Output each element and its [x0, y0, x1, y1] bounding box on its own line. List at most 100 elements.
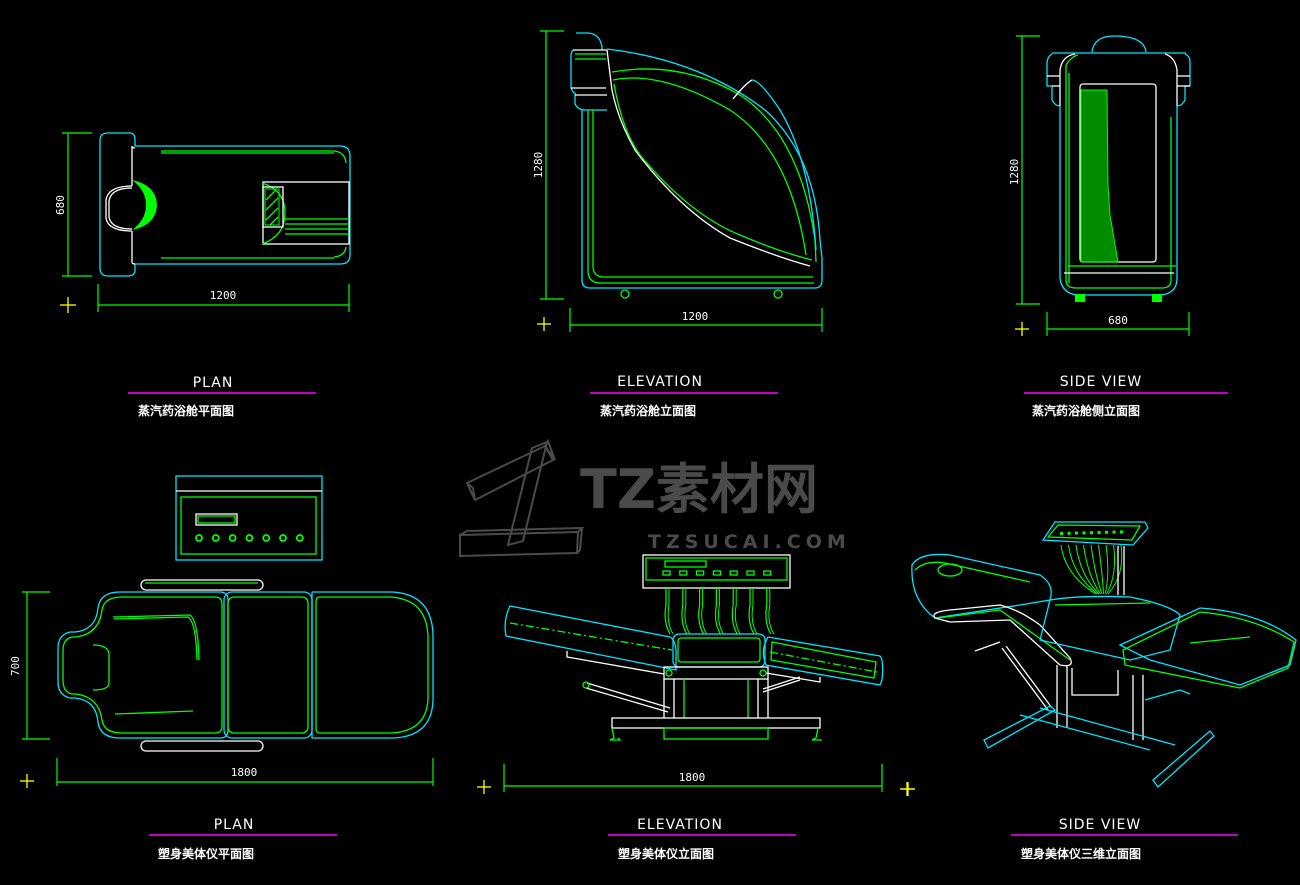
knob-icon — [763, 570, 772, 576]
knob-icon — [279, 534, 287, 542]
cable-line — [1090, 544, 1103, 595]
view-title: SIDE VIEW — [1060, 374, 1143, 390]
knob-icon — [1090, 531, 1093, 535]
knob-icon — [1120, 530, 1123, 534]
knob-icon — [746, 570, 755, 576]
view-title: SIDE VIEW — [1059, 817, 1142, 833]
watermark: TZ素材网 TZSUCAI.COM — [459, 438, 851, 558]
title-block-beauty-bed-elevation: ELEVATION 塑身美体仪立面图 — [608, 817, 796, 861]
dimension-width-label: 1200 — [210, 289, 237, 302]
steam-bath-side-view-dimensions: 680 1280 — [1008, 35, 1190, 336]
knob-icon — [1105, 530, 1108, 534]
knob-icon — [729, 570, 738, 576]
title-block-steam-bath-elevation: ELEVATION 蒸汽药浴舱立面图 — [590, 374, 778, 418]
beauty-bed-elevation-dimensions: 1800 — [477, 764, 915, 796]
dimension-height-label: 700 — [9, 656, 22, 676]
cable-line — [734, 588, 741, 635]
cable-line — [714, 588, 721, 635]
view-subtitle: 蒸汽药浴舱立面图 — [600, 403, 696, 418]
control-knobs — [1060, 530, 1123, 535]
dimension-height-label: 1280 — [532, 152, 545, 179]
knob-icon — [1060, 532, 1063, 535]
dimension-height-label: 1280 — [1008, 159, 1021, 186]
beauty-bed-side-view-drawing — [911, 521, 1297, 788]
origin-marker-icon — [60, 297, 76, 313]
knob-icon — [295, 534, 304, 542]
view-subtitle: 塑身美体仪立面图 — [618, 846, 714, 861]
cable-line — [1075, 544, 1100, 595]
steam-bath-side-view-drawing — [1046, 35, 1191, 302]
dimension-width-label: 1800 — [231, 766, 258, 779]
dimension-height-label: 680 — [54, 195, 67, 215]
knob-icon — [712, 570, 722, 576]
cable-line — [681, 588, 688, 635]
view-subtitle: 蒸汽药浴舱侧立面图 — [1032, 403, 1140, 418]
knob-icon — [1097, 531, 1101, 534]
cable-line — [765, 588, 772, 635]
view-subtitle: 塑身美体仪三维立面图 — [1021, 846, 1141, 861]
cable-line — [731, 588, 738, 635]
view-subtitle: 蒸汽药浴舱平面图 — [138, 403, 234, 418]
control-panel — [175, 475, 323, 561]
origin-marker-icon — [537, 317, 551, 331]
dimension-width-label: 680 — [1108, 314, 1128, 327]
dimension-width-label: 1800 — [679, 771, 706, 784]
control-knobs — [662, 570, 772, 576]
title-block-steam-bath-side-view: SIDE VIEW 蒸汽药浴舱侧立面图 — [1024, 374, 1228, 418]
cable-line — [1060, 544, 1097, 595]
knob-icon — [1082, 531, 1086, 535]
view-title: ELEVATION — [637, 817, 723, 833]
steam-bath-elevation-dimensions: 1200 1280 — [532, 30, 823, 332]
beauty-bed-side-view-dimensions — [900, 782, 914, 796]
knob-icon — [1067, 531, 1071, 535]
electrode-cables — [1060, 544, 1123, 595]
view-title: PLAN — [214, 817, 255, 833]
origin-marker-icon — [477, 780, 491, 794]
knob-icon — [245, 534, 254, 542]
beauty-bed-elevation-drawing — [504, 554, 884, 741]
cable-line — [1083, 544, 1101, 595]
cable-line — [768, 588, 775, 635]
cable-line — [1068, 544, 1098, 595]
view-title: ELEVATION — [617, 374, 703, 390]
knob-icon — [1075, 531, 1078, 535]
cable-line — [684, 588, 691, 635]
cable-line — [1098, 544, 1104, 595]
beauty-bed-plan-drawing — [57, 475, 434, 752]
cable-line — [1107, 544, 1123, 595]
knob-icon — [211, 534, 220, 542]
title-block-beauty-bed-side-view: SIDE VIEW 塑身美体仪三维立面图 — [1011, 817, 1238, 861]
watermark-url: TZSUCAI.COM — [648, 531, 851, 553]
origin-marker-icon — [1015, 322, 1029, 336]
knob-icon — [195, 534, 203, 542]
electrode-cables — [664, 588, 775, 635]
dimension-width-label: 1200 — [682, 310, 709, 323]
knob-icon — [228, 534, 237, 542]
title-block-steam-bath-plan: PLAN 蒸汽药浴舱平面图 — [128, 375, 316, 418]
cable-line — [667, 588, 674, 635]
knob-icon — [262, 534, 271, 542]
watermark-brand: TZ素材网 — [580, 458, 818, 521]
origin-marker-icon — [20, 774, 34, 788]
steam-bath-plan-dimensions: 1200 680 — [54, 132, 350, 313]
steam-bath-elevation-drawing — [570, 32, 823, 299]
title-block-beauty-bed-plan: PLAN 塑身美体仪平面图 — [149, 817, 337, 861]
cable-line — [664, 588, 671, 635]
knob-icon — [679, 570, 688, 576]
origin-marker-icon — [900, 782, 914, 796]
cable-line — [1106, 544, 1116, 595]
cable-line — [718, 588, 724, 635]
knob-icon — [1112, 530, 1116, 534]
steam-bath-plan-drawing — [99, 132, 351, 277]
1-block-logo-icon — [459, 438, 585, 558]
cable-line — [748, 588, 755, 635]
view-subtitle: 塑身美体仪平面图 — [158, 846, 254, 861]
control-panel — [642, 554, 791, 589]
beauty-bed-plan-dimensions: 1800 700 — [9, 591, 434, 788]
view-title: PLAN — [193, 375, 234, 391]
cable-line — [701, 588, 708, 635]
knob-icon — [662, 570, 671, 576]
cable-line — [698, 588, 705, 635]
cable-line — [751, 588, 758, 635]
knob-icon — [695, 570, 705, 576]
